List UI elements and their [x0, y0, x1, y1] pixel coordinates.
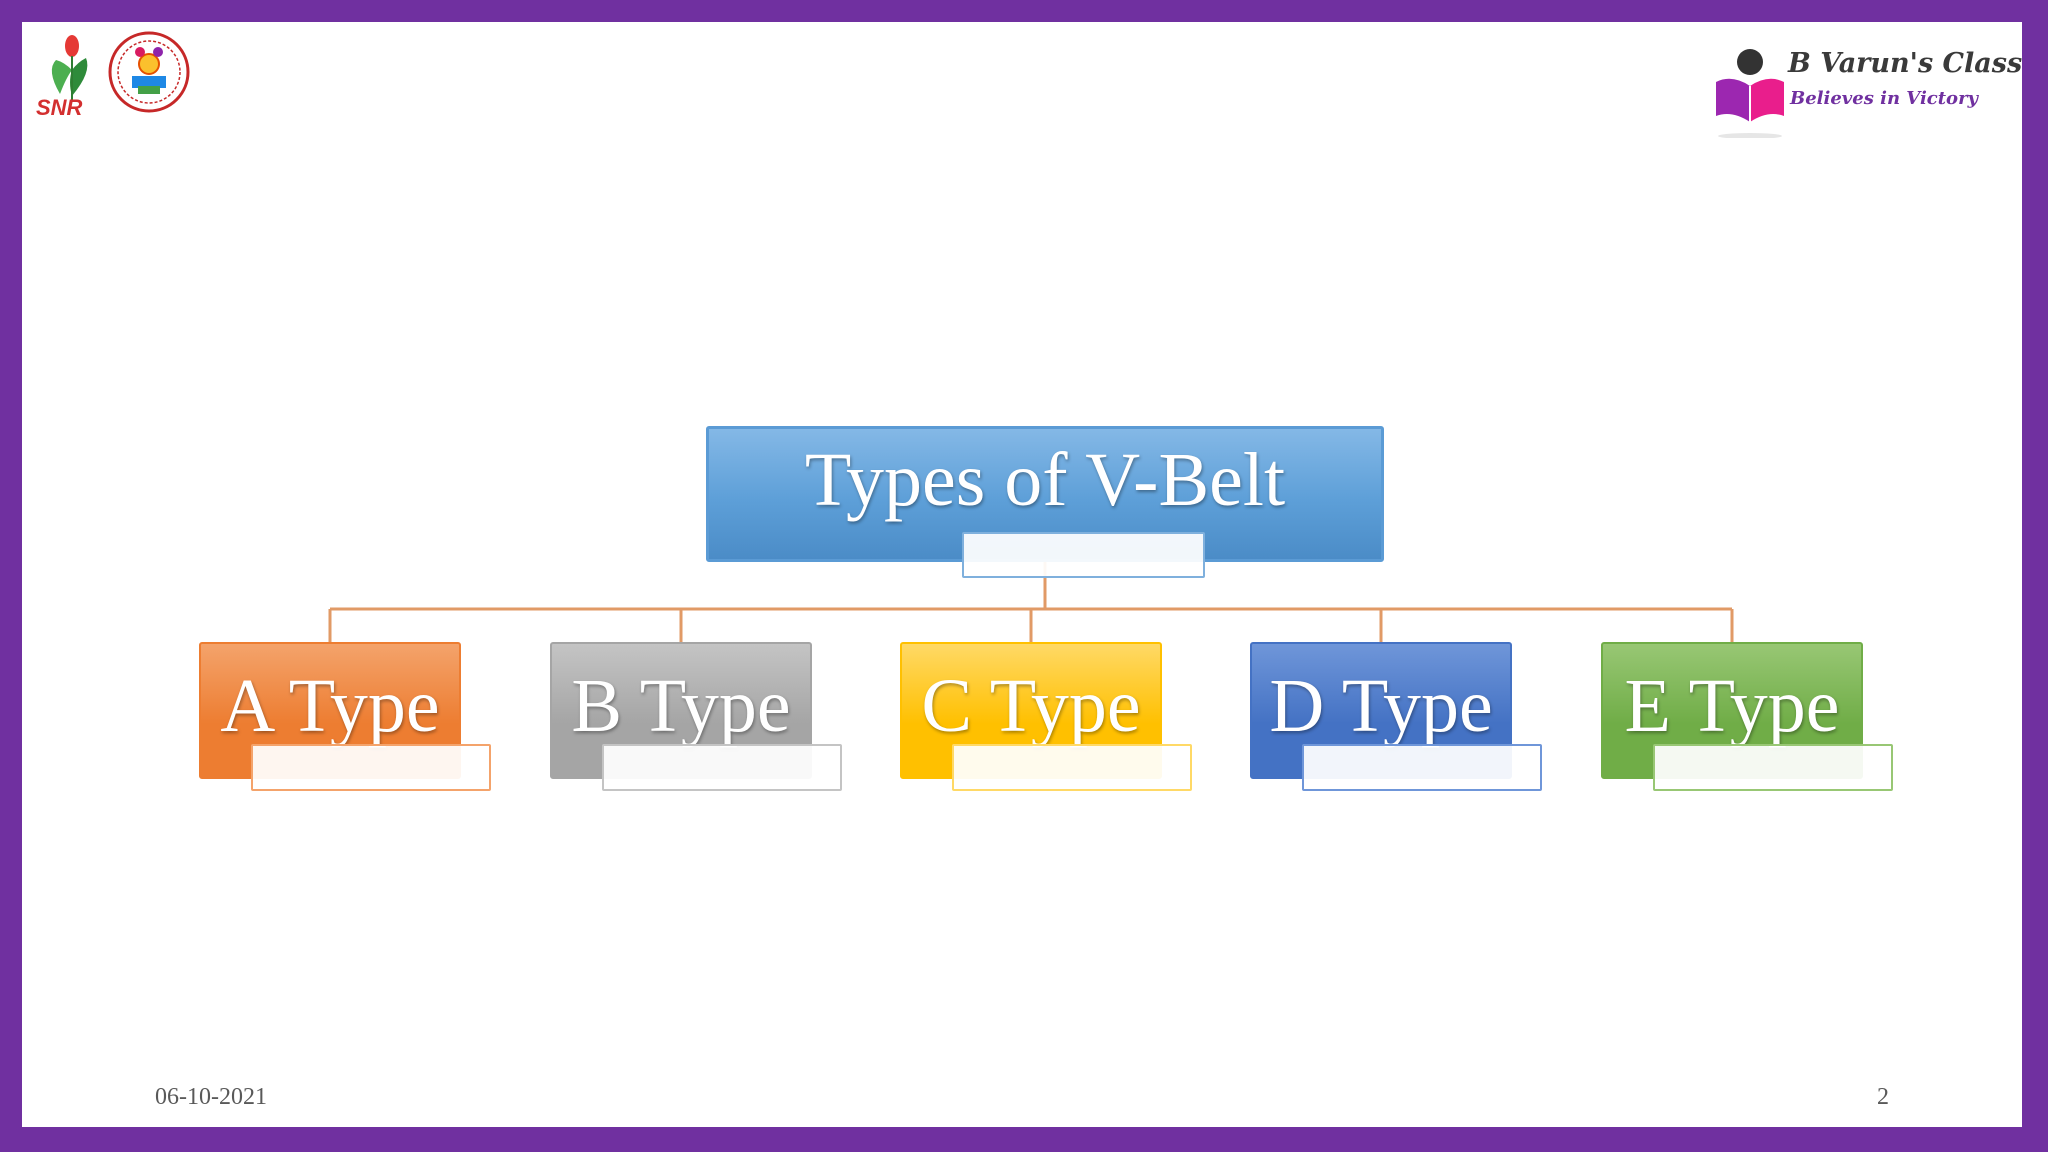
- root-label: Types of V-Belt: [804, 437, 1286, 522]
- child-text-tab: [952, 744, 1192, 791]
- child-text-tab: [602, 744, 842, 791]
- brand-tagline: Believes in Victory: [1790, 88, 1979, 109]
- child-label: B Type: [571, 664, 791, 748]
- child-text-tab: [1653, 744, 1893, 791]
- child-node-e-type: E Type: [1601, 642, 1863, 779]
- slide-canvas: SNR B Varun's Class Believes in Victory …: [22, 22, 2022, 1127]
- child-text-tab: [1302, 744, 1542, 791]
- child-text-tab: [251, 744, 491, 791]
- child-label: E Type: [1624, 664, 1840, 748]
- snr-logo-icon: SNR: [36, 31, 190, 120]
- brand-title: B Varun's Class: [1788, 48, 2022, 79]
- page-number: 2: [1877, 1084, 1889, 1110]
- root-node: Types of V-Belt: [706, 426, 1384, 562]
- brand-logo: B Varun's Class Believes in Victory: [1710, 38, 2022, 158]
- hierarchy-connectors: [328, 562, 1734, 643]
- footer-date: 06-10-2021: [155, 1084, 267, 1110]
- child-label: D Type: [1269, 664, 1493, 748]
- svg-text:SNR: SNR: [36, 95, 83, 120]
- root-text-tab: [962, 532, 1205, 578]
- child-label: C Type: [921, 664, 1141, 748]
- institution-logos: SNR: [28, 22, 198, 122]
- open-book-icon: [1716, 49, 1784, 138]
- child-label: A Type: [220, 664, 440, 748]
